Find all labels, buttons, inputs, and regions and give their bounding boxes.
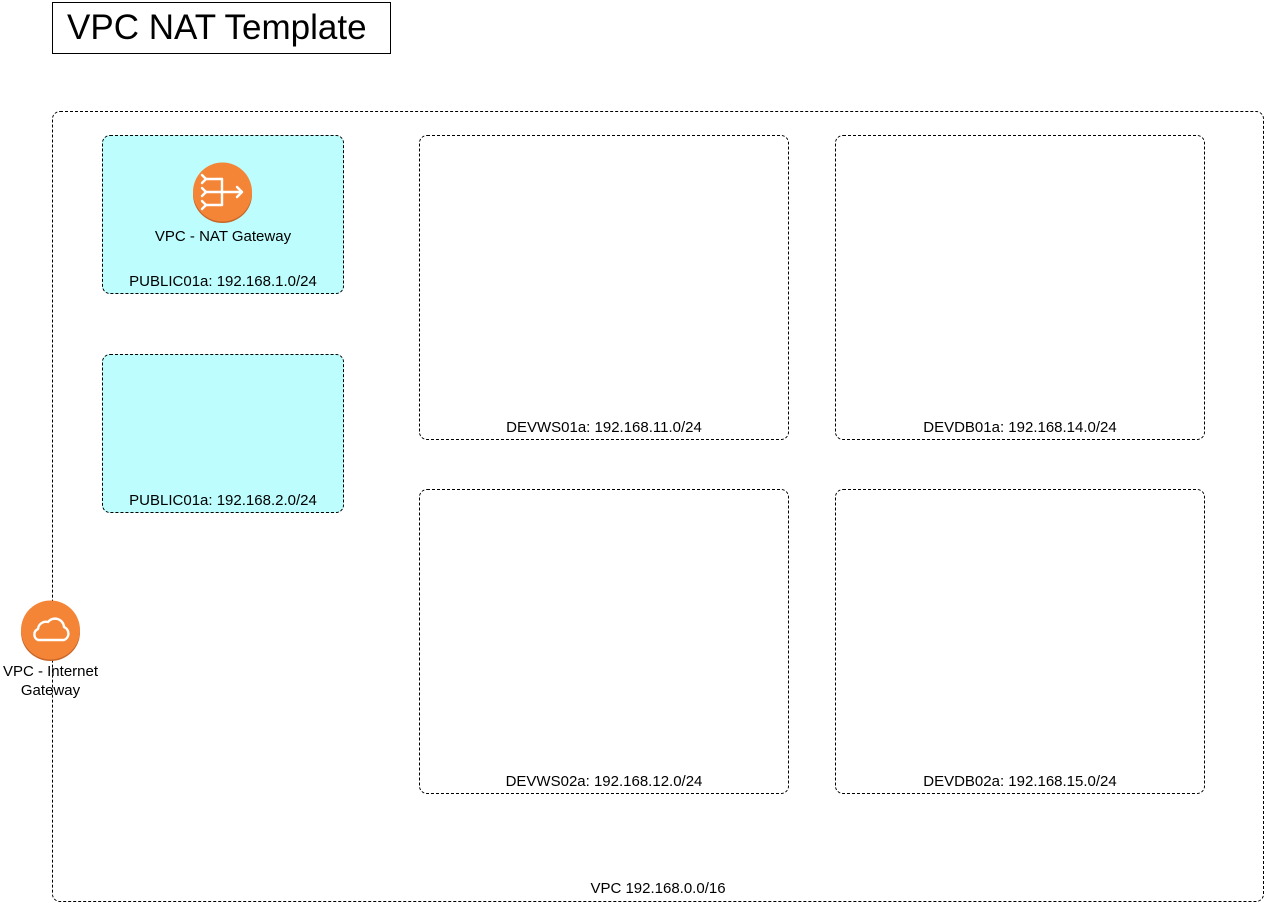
- internet-gateway-label: VPC - Internet Gateway: [0, 662, 101, 700]
- internet-gateway-label-line1: VPC - Internet: [2, 663, 99, 680]
- subnet-label: DEVDB02a: 192.168.15.0/24: [923, 773, 1117, 790]
- nat-gateway-label: VPC - NAT Gateway: [154, 228, 292, 245]
- internet-gateway-label-line2: Gateway: [20, 682, 81, 699]
- subnet-devws02a[interactable]: DEVWS02a: 192.168.12.0/24: [419, 489, 789, 794]
- subnet-label: PUBLIC01a: 192.168.2.0/24: [129, 492, 317, 509]
- subnet-public01a-1[interactable]: VPC - NAT Gateway PUBLIC01a: 192.168.1.0…: [102, 135, 344, 294]
- subnet-label: PUBLIC01a: 192.168.1.0/24: [129, 273, 317, 290]
- diagram-title: VPC NAT Template: [52, 2, 391, 54]
- nat-gateway-icon[interactable]: [192, 162, 253, 223]
- subnet-label: DEVWS02a: 192.168.12.0/24: [505, 773, 703, 790]
- vpc-container[interactable]: [52, 111, 1264, 902]
- diagram-title-text: VPC NAT Template: [67, 8, 367, 47]
- vpc-label: VPC 192.168.0.0/16: [590, 880, 726, 897]
- cloud-icon[interactable]: [20, 600, 81, 661]
- subnet-public01a-2[interactable]: PUBLIC01a: 192.168.2.0/24: [102, 354, 344, 513]
- subnet-label: DEVDB01a: 192.168.14.0/24: [923, 419, 1117, 436]
- subnet-devdb02a[interactable]: DEVDB02a: 192.168.15.0/24: [835, 489, 1205, 794]
- subnet-label: DEVWS01a: 192.168.11.0/24: [506, 419, 702, 436]
- subnet-devws01a[interactable]: DEVWS01a: 192.168.11.0/24: [419, 135, 789, 440]
- subnet-devdb01a[interactable]: DEVDB01a: 192.168.14.0/24: [835, 135, 1205, 440]
